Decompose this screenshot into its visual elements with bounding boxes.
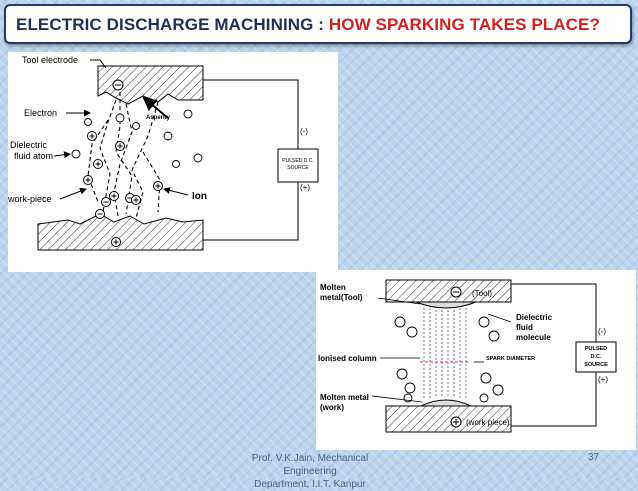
dielectric-atoms: [71, 109, 203, 168]
ion-particle: [87, 131, 97, 141]
label-pointers: [53, 59, 189, 200]
slide-number: 37: [588, 452, 600, 463]
minus-terminal-label: (-): [300, 127, 308, 136]
footer-line-2: Department, I.I.T. Kanpur: [254, 479, 366, 490]
plus-terminal-label: (+): [300, 183, 310, 192]
source-label-line3: SOURCE: [584, 362, 608, 368]
footer-line-1: Prof. V.K.Jain, Mechanical Engineering: [251, 453, 369, 477]
source-label-line1: PULSED D.C.: [282, 158, 313, 164]
circuit-wires: [511, 283, 597, 427]
circuit-wires: [203, 79, 299, 241]
label-pointers: [371, 297, 512, 403]
molten-work-label-line2: (work): [320, 403, 344, 412]
molten-tool-label-line1: Molten: [320, 283, 346, 292]
ion-label: Ion: [192, 191, 207, 202]
tool-electrode: [385, 279, 512, 306]
molten-tool-region: [415, 301, 477, 309]
source-label-line2: D.C.: [591, 354, 602, 360]
plus-terminal-label: (+): [598, 375, 608, 384]
molten-tool-label-line2: metal(Tool): [320, 293, 363, 302]
electron-signs: [97, 84, 133, 215]
spark-diameter-label: SPARK DIAMETER: [486, 356, 535, 362]
work-plus-sign: [450, 416, 462, 428]
molten-work-label-line1: Molten metal: [320, 393, 369, 402]
dielectric-label-line2: fluid atom: [14, 151, 53, 161]
tool-label: (Tool): [472, 289, 492, 298]
minus-terminal-label: (-): [598, 327, 606, 336]
molten-work-region: [420, 399, 472, 407]
pulsed-dc-source-box: [575, 341, 617, 373]
ion-particle: [109, 191, 119, 201]
spark-mechanism-diagram: PULSED D.C. SOURCE (-) (+): [8, 52, 338, 272]
ionised-column: [423, 308, 467, 400]
title-part-2: HOW SPARKING TAKES PLACE?: [328, 15, 600, 34]
ion-particle: [93, 159, 103, 169]
ion-particle: [111, 237, 121, 247]
ion-particle: [131, 195, 141, 205]
ion-particle: [83, 175, 93, 185]
work-piece-label: (work piece): [466, 418, 510, 427]
tool-electrode-label: Tool electrode: [22, 55, 78, 65]
title-bar: ELECTRIC DISCHARGE MACHINING : HOW SPARK…: [4, 4, 632, 44]
dielectric-label-line3: molecule: [516, 333, 551, 342]
workpiece: [37, 213, 204, 251]
work-piece-label: work-piece: [8, 194, 52, 204]
spark-paths: [87, 92, 161, 219]
electron-label: Electron: [24, 108, 57, 118]
asperity-label: Asperity: [146, 115, 171, 121]
source-label-line2: SOURCE: [287, 165, 309, 171]
pulsed-dc-source-box: [277, 148, 319, 183]
source-label-line1: PULSED: [585, 346, 607, 352]
dielectric-molecules: [394, 316, 504, 403]
dielectric-label-line1: Dielectric: [10, 140, 48, 150]
ion-particle: [115, 141, 125, 151]
title-part-1: ELECTRIC DISCHARGE MACHINING :: [16, 15, 329, 34]
footer-credit: Prof. V.K.Jain, Mechanical Engineering D…: [226, 452, 394, 491]
slide-title: ELECTRIC DISCHARGE MACHINING : HOW SPARK…: [16, 15, 600, 35]
ionised-column-label: Ionised column: [318, 354, 377, 363]
tool-minus-sign: [450, 286, 462, 298]
dielectric-label-line2: fluid: [516, 323, 533, 332]
ionised-column-diagram: PULSED D.C. SOURCE (-) (+) Molten metal(…: [316, 270, 636, 450]
ion-particle: [153, 181, 163, 191]
ion-particles: [83, 131, 163, 247]
dielectric-label-line1: Dielectric: [516, 313, 553, 322]
